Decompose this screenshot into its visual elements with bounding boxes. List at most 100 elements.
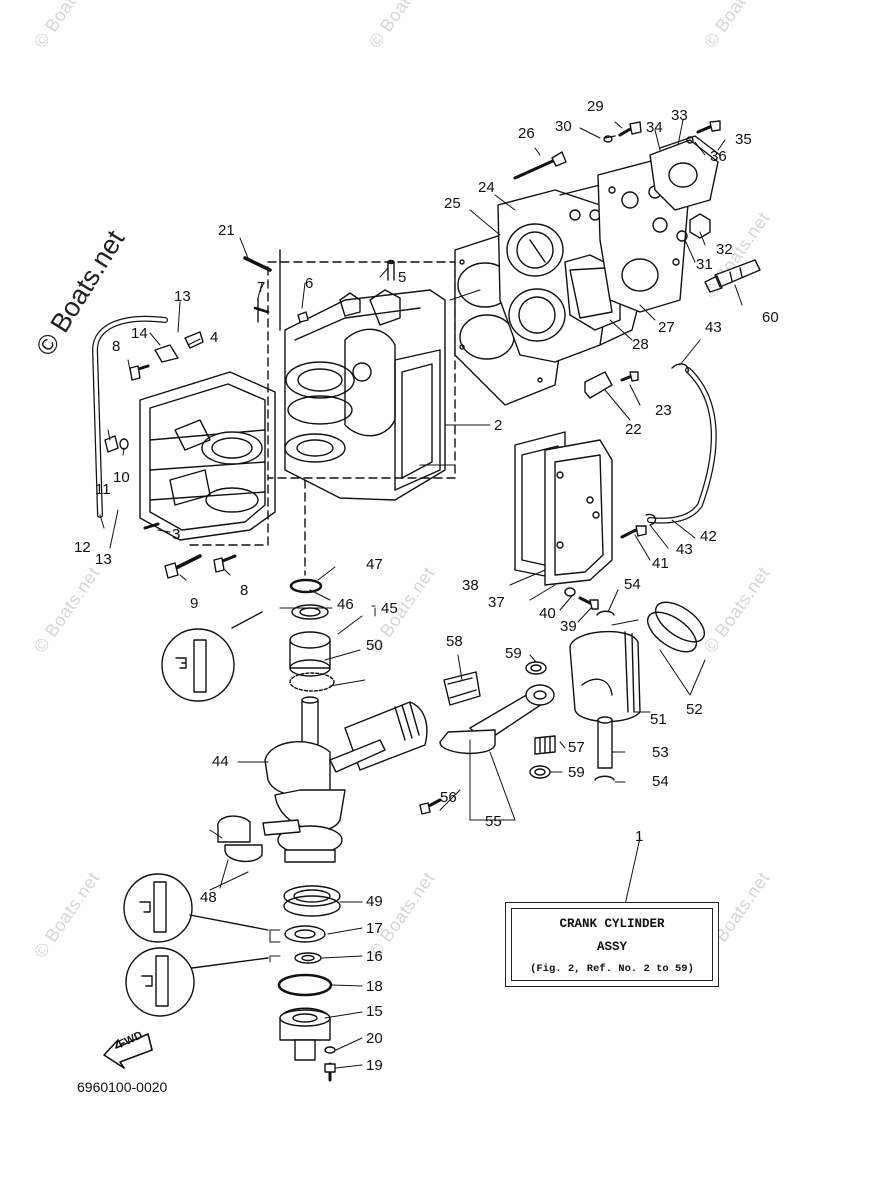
seal-16 — [294, 952, 322, 964]
callout-26: 26 — [518, 125, 535, 142]
bracket-22 — [584, 371, 613, 399]
callout-9: 9 — [190, 595, 199, 612]
part-14 — [154, 344, 179, 363]
callout-29: 29 — [587, 98, 604, 115]
callout-19: 19 — [366, 1057, 383, 1074]
exhaust-cover — [544, 439, 613, 586]
connecting-rod — [439, 684, 555, 755]
callout-56: 56 — [440, 789, 457, 806]
washer-59 — [525, 661, 547, 675]
callout-41: 41 — [652, 555, 669, 572]
piston-51 — [569, 630, 641, 723]
bearing-49 — [283, 885, 341, 917]
callout-43a: 43 — [705, 319, 722, 336]
callout-50: 50 — [366, 637, 383, 654]
dowel-5 — [387, 261, 395, 281]
assembly-label-box: CRANK CYLINDER ASSY (Fig. 2, Ref. No. 2 … — [505, 902, 719, 987]
bearing-48 — [217, 815, 251, 843]
callout-47: 47 — [366, 556, 383, 573]
spark-plug — [704, 259, 761, 293]
piston-rings-52 — [646, 601, 706, 653]
callout-35: 35 — [735, 131, 752, 148]
bolt-3 — [143, 522, 160, 530]
callout-6: 6 — [305, 275, 314, 292]
callout-53: 53 — [652, 744, 669, 761]
callout-51: 51 — [650, 711, 667, 728]
callout-11: 11 — [95, 481, 111, 498]
bolt-26 — [513, 158, 557, 180]
callout-2: 2 — [494, 417, 503, 434]
assembly-subtitle: ASSY — [596, 940, 627, 954]
bolt-29 — [618, 126, 634, 137]
fwd-arrow — [103, 1033, 153, 1069]
part-4 — [184, 331, 204, 349]
callout-33: 33 — [671, 107, 688, 124]
callout-39: 39 — [560, 618, 577, 635]
housing-15 — [279, 1007, 331, 1061]
dashed-group — [267, 261, 456, 479]
callout-36: 36 — [710, 148, 727, 165]
callout-40: 40 — [539, 605, 556, 622]
callout-13b: 13 — [95, 551, 112, 568]
callout-3: 3 — [172, 526, 181, 543]
callout-23: 23 — [655, 402, 672, 419]
callout-57: 57 — [568, 739, 585, 756]
clip-54 — [594, 775, 615, 781]
o-ring-18 — [277, 973, 333, 997]
callout-18: 18 — [366, 978, 383, 995]
callout-54b: 54 — [652, 773, 669, 790]
callout-55: 55 — [485, 813, 502, 830]
callout-22: 22 — [625, 421, 642, 438]
bearing-50 — [289, 672, 335, 692]
callout-15: 15 — [366, 1003, 383, 1020]
seal-46 — [291, 604, 329, 620]
callout-30: 30 — [555, 118, 572, 135]
callout-48: 48 — [200, 889, 217, 906]
washer-31 — [676, 230, 688, 242]
callout-20: 20 — [366, 1030, 383, 1047]
callout-8: 8 — [112, 338, 121, 355]
washer-36 — [686, 136, 694, 144]
callout-24: 24 — [478, 179, 495, 196]
callout-27: 27 — [658, 319, 675, 336]
assembly-title: CRANK CYLINDER — [559, 917, 665, 931]
thermostat-cover — [649, 135, 721, 211]
callout-59a: 59 — [505, 645, 522, 662]
callout-52: 52 — [686, 701, 703, 718]
callout-28: 28 — [632, 336, 649, 353]
callout-8b: 8 — [240, 582, 249, 599]
callout-1: 1 — [635, 828, 644, 845]
clip-43 — [671, 363, 689, 373]
callout-42: 42 — [700, 528, 717, 545]
pin-6 — [297, 311, 309, 323]
callout-49: 49 — [366, 893, 383, 910]
callout-59b: 59 — [568, 764, 585, 781]
bearing-45 — [289, 631, 331, 677]
callout-12: 12 — [74, 539, 91, 556]
detail-circle — [123, 873, 269, 943]
callout-31: 31 — [696, 256, 713, 273]
leader-lines — [99, 119, 743, 1069]
callout-60: 60 — [762, 309, 779, 326]
cylinder-block — [284, 289, 446, 501]
callout-7: 7 — [257, 279, 266, 296]
callout-38: 38 — [462, 577, 479, 594]
assembly-reference: (Fig. 2, Ref. No. 2 to 59) — [530, 963, 694, 975]
piston-assembly — [329, 701, 428, 773]
pin-7 — [253, 306, 270, 314]
callout-17: 17 — [366, 920, 383, 937]
callout-37: 37 — [488, 594, 505, 611]
callout-21: 21 — [218, 222, 235, 239]
washer-20 — [324, 1046, 336, 1054]
plug-32 — [689, 213, 711, 239]
callout-5: 5 — [398, 269, 407, 286]
callout-25: 25 — [444, 195, 461, 212]
crankshaft — [264, 696, 346, 863]
callout-14: 14 — [131, 325, 148, 342]
callout-4: 4 — [210, 329, 219, 346]
bearing-58 — [443, 671, 481, 706]
callout-44: 44 — [212, 753, 229, 770]
callout-45: 45 — [381, 600, 398, 617]
crankcase-left — [139, 371, 276, 541]
